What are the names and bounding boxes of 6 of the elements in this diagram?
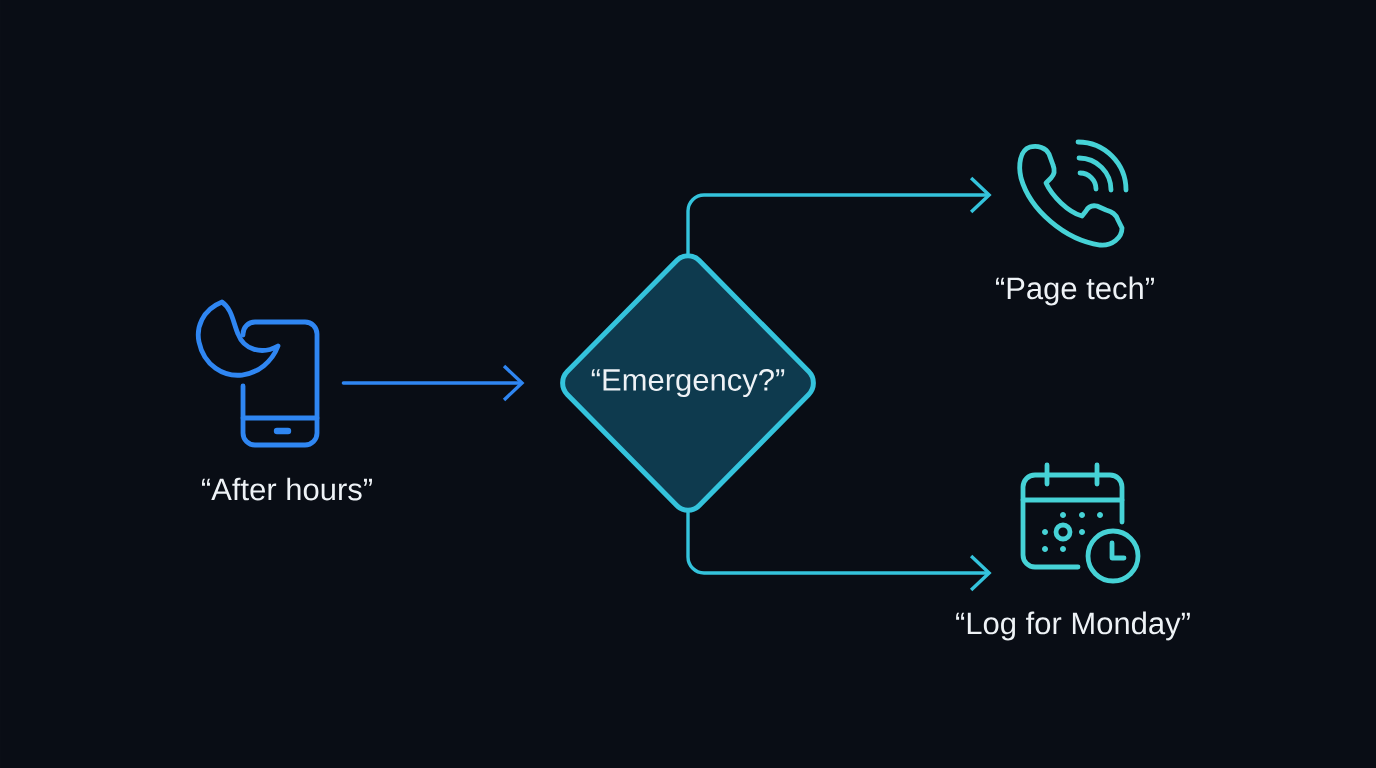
node-label: “Page tech” bbox=[996, 276, 1154, 306]
arrow bbox=[686, 510, 992, 592]
arrow bbox=[686, 176, 992, 256]
node-label: “After hours” bbox=[202, 477, 372, 501]
arrow bbox=[341, 364, 525, 402]
node-label: “Log for Monday” bbox=[956, 611, 1190, 641]
